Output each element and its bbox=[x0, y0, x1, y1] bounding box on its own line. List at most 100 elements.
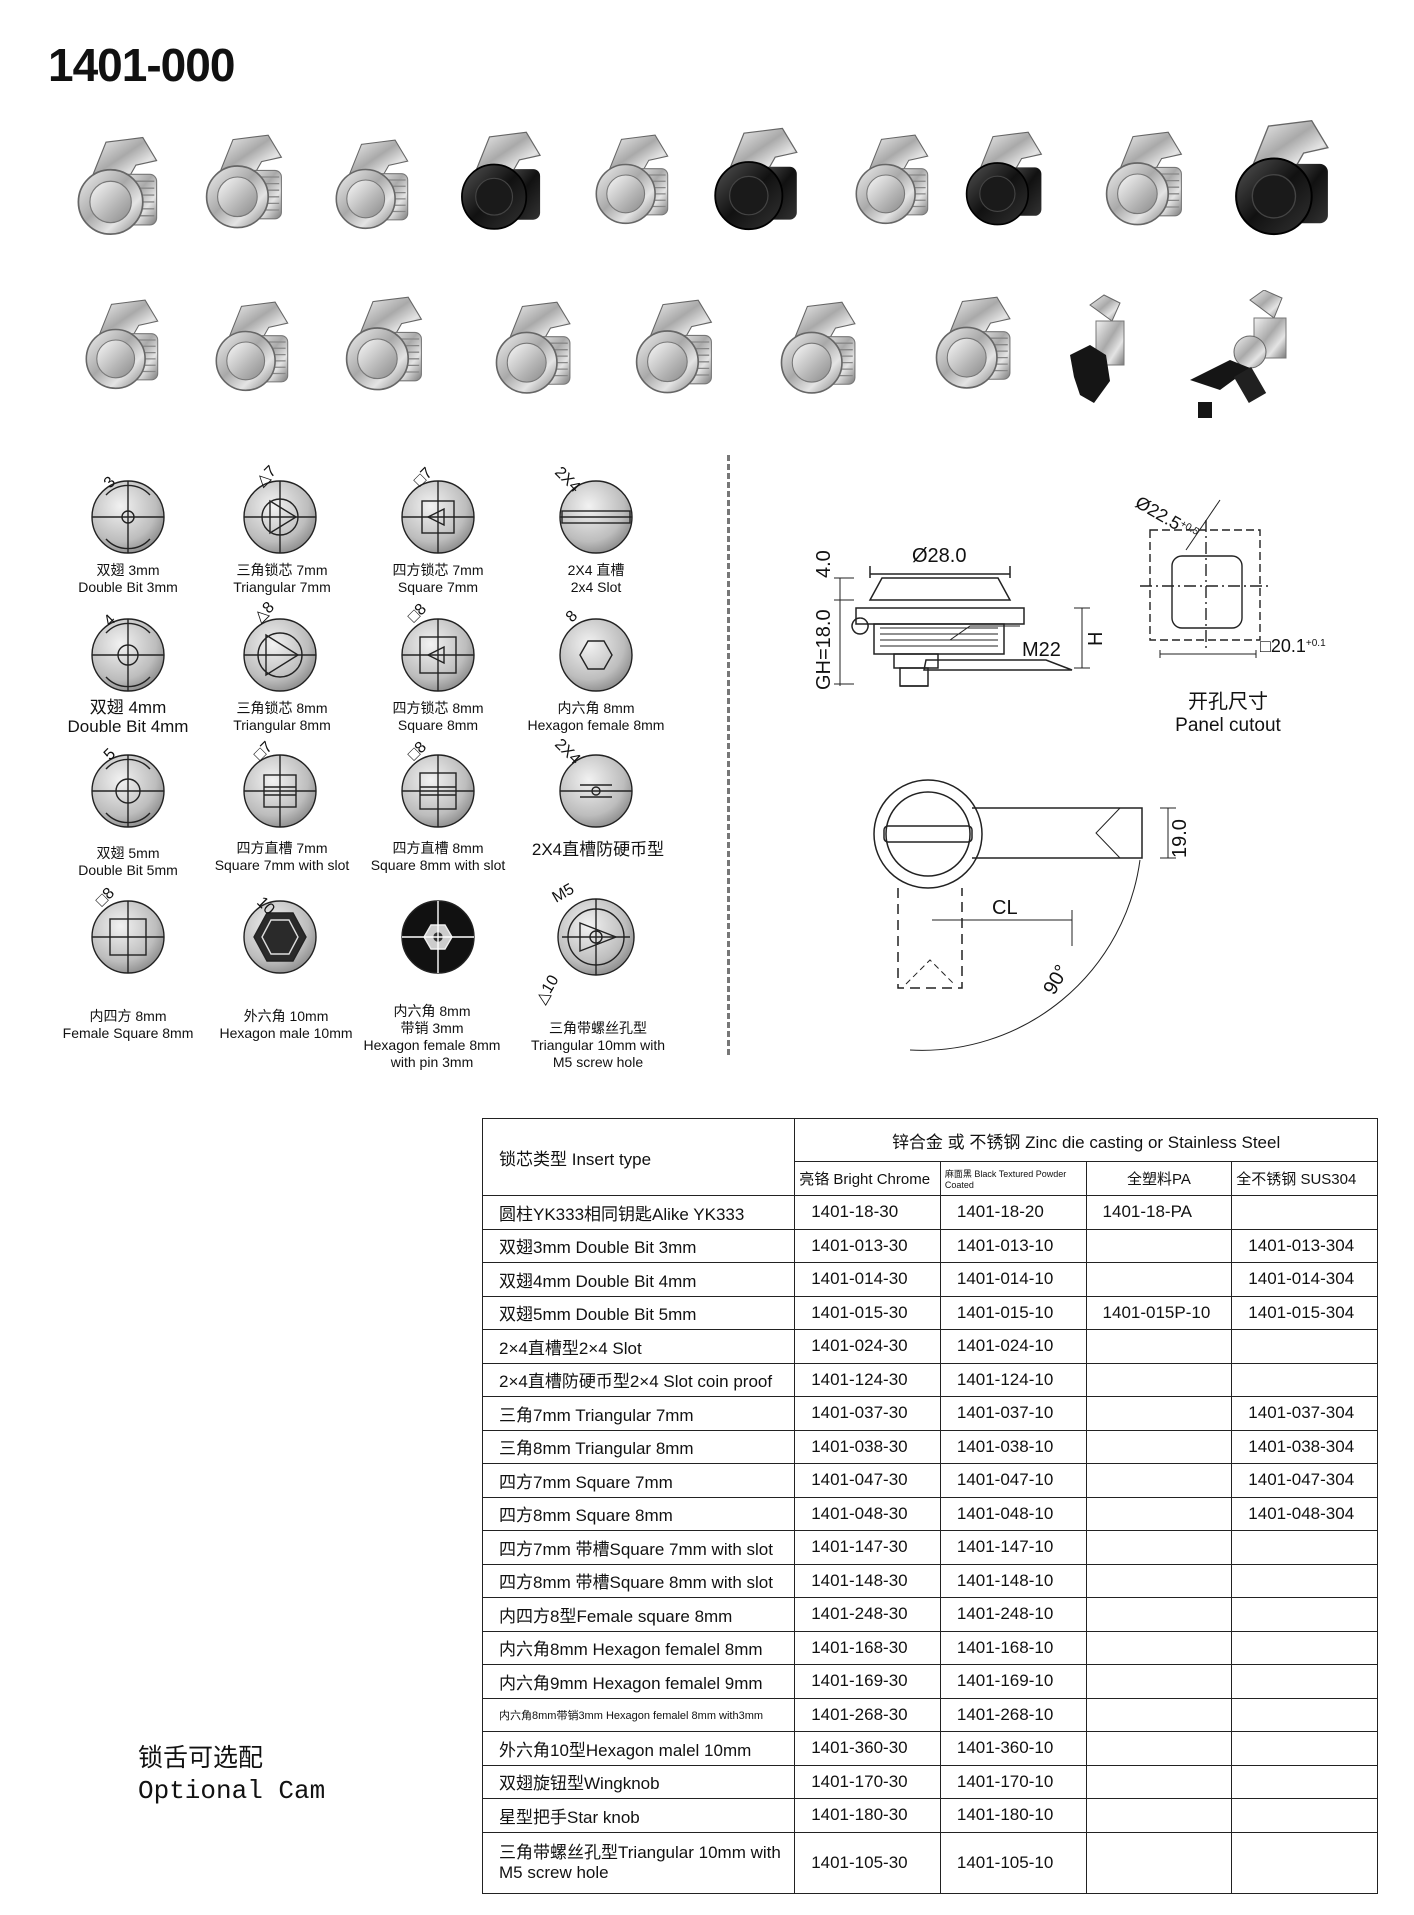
cell-part-number bbox=[1085, 1463, 1233, 1498]
dim-h4: 4.0 bbox=[813, 550, 835, 578]
cell-part-number bbox=[1231, 1630, 1378, 1665]
cell-part-number bbox=[1085, 1764, 1233, 1799]
cell-insert-type: 内六角8mm Hexagon femalel 8mm bbox=[481, 1630, 796, 1665]
section-divider bbox=[727, 455, 730, 1055]
cell-part-number: 1401-147-10 bbox=[939, 1530, 1087, 1565]
dim-cl: CL bbox=[992, 897, 1018, 919]
cell-part-number bbox=[1085, 1329, 1233, 1364]
cell-part-number bbox=[1231, 1697, 1378, 1732]
cell-part-number: 1401-18-30 bbox=[794, 1195, 941, 1230]
cell-part-number: 1401-268-30 bbox=[794, 1697, 941, 1732]
cell-part-number bbox=[1085, 1396, 1233, 1431]
cell-part-number bbox=[1085, 1731, 1233, 1766]
cell-part-number: 1401-047-304 bbox=[1231, 1463, 1378, 1498]
cell-part-number: 1401-170-30 bbox=[794, 1764, 941, 1799]
cell-part-number: 1401-105-30 bbox=[794, 1831, 941, 1894]
square-7mm-face bbox=[401, 480, 475, 554]
cell-part-number bbox=[1231, 1530, 1378, 1565]
cell-part-number: 1401-18-20 bbox=[939, 1195, 1087, 1230]
optional-cam-note: 锁舌可选配 Optional Cam bbox=[138, 1742, 325, 1808]
cell-part-number bbox=[1231, 1597, 1378, 1632]
cell-part-number: 1401-147-30 bbox=[794, 1530, 941, 1565]
cell-part-number: 1401-047-30 bbox=[794, 1463, 941, 1498]
triangular-8mm-face bbox=[243, 618, 317, 692]
cell-insert-type: 三角8mm Triangular 8mm bbox=[481, 1429, 796, 1464]
cell-part-number: 1401-105-10 bbox=[939, 1831, 1087, 1894]
double-bit-4mm-face bbox=[91, 618, 165, 692]
cell-part-number: 1401-168-10 bbox=[939, 1630, 1087, 1665]
cell-insert-type: 四方7mm Square 7mm bbox=[481, 1463, 796, 1498]
slot-2x4-face bbox=[559, 480, 633, 554]
cell-insert-type: 双翅5mm Double Bit 5mm bbox=[481, 1295, 796, 1330]
cell-insert-type: 2×4直槽防硬币型2×4 Slot coin proof bbox=[481, 1362, 796, 1397]
hexagon-female-pin-face bbox=[401, 900, 475, 974]
cell-part-number bbox=[1231, 1195, 1378, 1230]
double-bit-3mm-face bbox=[91, 480, 165, 554]
cell-part-number bbox=[1085, 1362, 1233, 1397]
cell-insert-type: 外六角10型Hexagon malel 10mm bbox=[481, 1731, 796, 1766]
cell-insert-type: 四方7mm 带槽Square 7mm with slot bbox=[481, 1530, 796, 1565]
cell-part-number bbox=[1231, 1831, 1378, 1894]
cell-part-number: 1401-037-10 bbox=[939, 1396, 1087, 1431]
dim-m22: M22 bbox=[1022, 639, 1061, 661]
cell-part-number bbox=[1085, 1530, 1233, 1565]
cell-part-number bbox=[1231, 1731, 1378, 1766]
cell-part-number: 1401-047-10 bbox=[939, 1463, 1087, 1498]
cell-insert-type: 四方8mm Square 8mm bbox=[481, 1496, 796, 1531]
cell-part-number: 1401-038-30 bbox=[794, 1429, 941, 1464]
cell-insert-type: 内四方8型Female square 8mm bbox=[481, 1597, 796, 1632]
dim-gh: GH=18.0 bbox=[813, 609, 835, 690]
cell-insert-type: 圆柱YK333相同钥匙Alike YK333 bbox=[481, 1195, 796, 1230]
cell-part-number bbox=[1085, 1697, 1233, 1732]
cell-part-number bbox=[1231, 1798, 1378, 1833]
cell-part-number bbox=[1085, 1630, 1233, 1665]
cell-part-number: 1401-180-10 bbox=[939, 1798, 1087, 1833]
double-bit-5mm-face bbox=[91, 754, 165, 828]
label-slot-coin-proof: 2X4直槽防硬币型 bbox=[531, 840, 665, 859]
cell-part-number bbox=[1085, 1496, 1233, 1531]
cell-part-number bbox=[1085, 1798, 1233, 1833]
cell-part-number: 1401-124-10 bbox=[939, 1362, 1087, 1397]
cell-insert-type: 星型把手Star knob bbox=[481, 1798, 796, 1833]
triangular-7mm-face bbox=[243, 480, 317, 554]
technical-drawing-front: 19.0 CL 90° bbox=[873, 779, 1190, 1051]
cell-part-number: 1401-015-304 bbox=[1231, 1295, 1378, 1330]
cell-part-number: 1401-015-30 bbox=[794, 1295, 941, 1330]
cell-part-number bbox=[1085, 1831, 1233, 1894]
cell-part-number: 1401-014-30 bbox=[794, 1262, 941, 1297]
cell-part-number: 1401-014-304 bbox=[1231, 1262, 1378, 1297]
cell-insert-type: 双翅3mm Double Bit 3mm bbox=[481, 1228, 796, 1263]
cell-part-number: 1401-048-10 bbox=[939, 1496, 1087, 1531]
cell-part-number: 1401-024-10 bbox=[939, 1329, 1087, 1364]
cell-part-number: 1401-360-10 bbox=[939, 1731, 1087, 1766]
cell-part-number: 1401-169-10 bbox=[939, 1664, 1087, 1699]
cell-part-number: 1401-014-10 bbox=[939, 1262, 1087, 1297]
product-photo-row-2 bbox=[85, 290, 1287, 418]
square-8mm-face bbox=[401, 618, 475, 692]
table-header-insert-type: 锁芯类型 Insert type bbox=[481, 1118, 796, 1196]
cell-part-number bbox=[1231, 1362, 1378, 1397]
table-header-sus304: 全不锈钢 SUS304 bbox=[1231, 1161, 1378, 1196]
hexagon-female-8mm-face bbox=[559, 618, 633, 692]
cell-part-number: 1401-037-304 bbox=[1231, 1396, 1378, 1431]
table-header-pa: 全塑料PA bbox=[1085, 1161, 1233, 1196]
panel-cutout-drawing: Ø22.5+0.5 □20.1+0.1 bbox=[1132, 492, 1326, 658]
female-square-8mm-face bbox=[91, 900, 165, 974]
table-row: 三角带螺丝孔型Triangular 10mm with M5 screw hol… bbox=[481, 1831, 1378, 1894]
dim-sq201: □20.1+0.1 bbox=[1260, 636, 1326, 656]
table-header-material: 锌合金 或 不锈钢 Zinc die casting or Stainless … bbox=[794, 1118, 1378, 1162]
